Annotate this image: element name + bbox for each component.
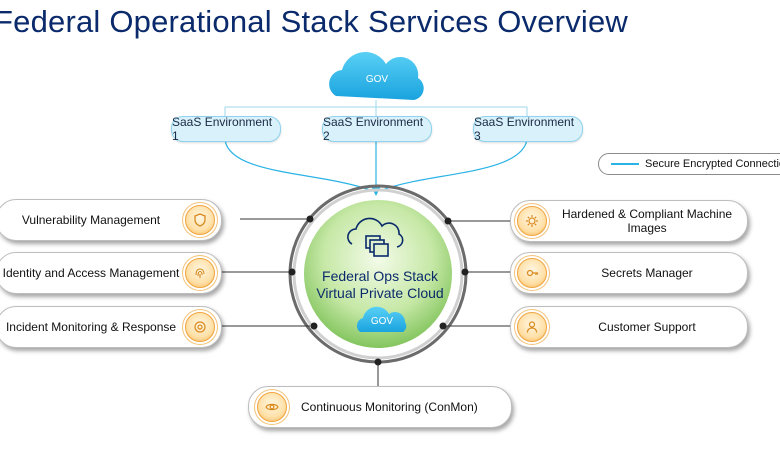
center-title: Federal Ops Stack Virtual Private Cloud	[300, 268, 460, 302]
service-vulnerability-management[interactable]: Vulnerability Management	[0, 199, 222, 241]
center-gov-cloud	[356, 306, 407, 332]
person-icon	[517, 312, 547, 342]
target-icon	[185, 312, 215, 342]
center-line-1: Federal Ops Stack	[322, 268, 438, 284]
service-customer-support[interactable]: Customer Support	[510, 306, 748, 348]
center-circle	[300, 196, 456, 352]
right-connectors	[443, 220, 512, 327]
saas-environment-2[interactable]: SaaS Environment 2	[322, 115, 432, 143]
service-label: Hardened & Compliant Machine Images	[561, 207, 733, 235]
service-label: Continuous Monitoring (ConMon)	[301, 400, 478, 414]
top-gov-label: GOV	[365, 74, 389, 85]
service-label: Incident Monitoring & Response	[5, 320, 177, 334]
service-incident-monitoring-response[interactable]: Incident Monitoring & Response	[0, 306, 222, 348]
legend-label: Secure Encrypted Connection	[645, 158, 780, 170]
center-gov-label: GOV	[370, 316, 394, 327]
right-dots	[439, 217, 469, 330]
left-dots	[288, 215, 318, 330]
service-continuous-monitoring[interactable]: Continuous Monitoring (ConMon)	[248, 386, 512, 428]
bottom-dot	[374, 358, 382, 366]
service-label: Customer Support	[598, 320, 696, 334]
saas-environment-3[interactable]: SaaS Environment 3	[473, 115, 583, 143]
cloud-stack-icon	[347, 217, 404, 257]
service-label: Secrets Manager	[601, 266, 693, 280]
top-gov-cloud	[329, 52, 424, 100]
service-label: Identity and Access Management	[2, 266, 180, 280]
key-icon	[517, 258, 547, 288]
cloud-connectors	[224, 100, 528, 116]
service-identity-access-management[interactable]: Identity and Access Management	[0, 252, 222, 294]
gear-icon	[517, 206, 547, 236]
service-secrets-manager[interactable]: Secrets Manager	[510, 252, 748, 294]
left-connectors	[210, 218, 310, 327]
page-title: Federal Operational Stack Services Overv…	[0, 4, 629, 39]
eye-icon	[257, 392, 287, 422]
legend-line-swatch	[611, 163, 639, 165]
center-line-2: Virtual Private Cloud	[316, 285, 444, 301]
legend: Secure Encrypted Connection	[598, 153, 780, 175]
secure-connections	[224, 139, 528, 191]
saas-environment-1[interactable]: SaaS Environment 1	[171, 115, 281, 143]
fingerprint-icon	[185, 258, 215, 288]
shield-icon	[185, 205, 215, 235]
service-hardened-machine-images[interactable]: Hardened & Compliant Machine Images	[510, 200, 748, 242]
service-label: Vulnerability Management	[21, 213, 161, 227]
